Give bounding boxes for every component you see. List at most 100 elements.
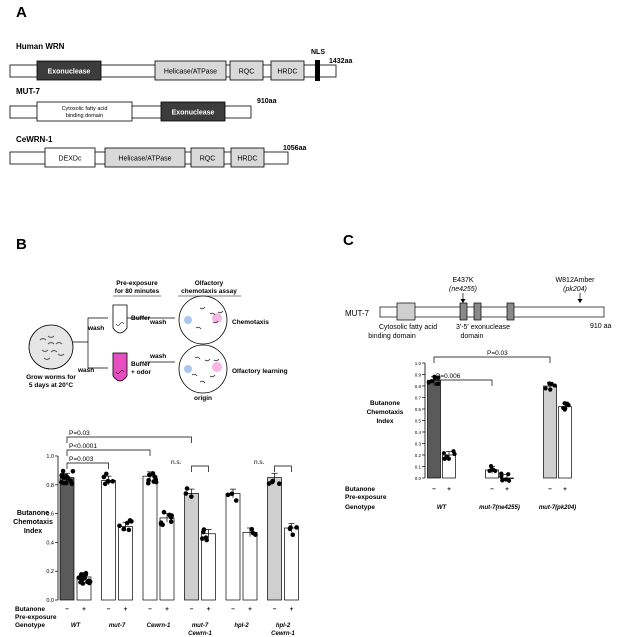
gene-name: MUT-7 (345, 309, 370, 318)
data-point (76, 575, 82, 580)
data-point (168, 519, 174, 525)
wrn-hrdc-domain (270, 60, 305, 81)
data-point (503, 477, 508, 482)
significance-bracket (66, 462, 109, 469)
cewrn1-helicase-label: Helicase/ATPase (118, 156, 171, 163)
grow-plate-icon (28, 324, 74, 370)
data-point (60, 472, 65, 478)
bar (201, 533, 216, 601)
significance-bracket (191, 465, 209, 472)
y-axis-label: Index (377, 418, 394, 425)
y-tick-label: 0.6 (415, 407, 422, 412)
buffer-odor-label: Buffer (131, 361, 151, 368)
wrn-hrdc-label: HRDC (277, 69, 297, 76)
wrn-length: 1432aa (329, 58, 352, 65)
pre-exposure-sign: + (207, 606, 211, 613)
data-point (290, 532, 296, 538)
data-point (200, 529, 206, 535)
row-label-genotype: Genotype (345, 504, 375, 511)
mut7-exonuclease-domain (160, 101, 226, 122)
data-point (225, 492, 231, 498)
learning-label: Olfactory learning (232, 368, 288, 375)
genotype-label: mut-7(pk204) (539, 505, 576, 511)
pre-exposure-sign: + (505, 486, 509, 493)
pre-exposure-title-2: for 80 minutes (115, 288, 160, 295)
row-label-pre-exposure: Pre-exposure (345, 494, 387, 501)
bar (159, 517, 175, 601)
genotype-label: Cewrn-1 (271, 631, 295, 637)
y-tick-label: 1.0 (415, 361, 422, 366)
significance-label: n.s. (171, 459, 182, 466)
y-tick-label: 0.2 (415, 453, 422, 458)
wrn-helicase-domain (154, 60, 227, 81)
pre-exposure-sign: + (563, 486, 567, 493)
y-tick-label: 0.2 (46, 569, 54, 575)
significance-label: P=0.03 (487, 350, 508, 357)
data-point (102, 481, 108, 487)
significance-bracket (274, 465, 292, 472)
bar (284, 527, 299, 601)
bar (242, 531, 258, 601)
y-axis-label: Index (24, 528, 42, 535)
data-point (64, 474, 70, 480)
y-tick-label: 0.3 (415, 442, 422, 447)
y-tick-label: 0.0 (46, 598, 54, 604)
significance-label: P=0.03 (69, 430, 90, 437)
data-point (161, 509, 167, 515)
y-tick-label: 0.8 (46, 483, 54, 489)
origin-label: origin (194, 395, 212, 402)
gene-exo-box-3 (506, 302, 515, 321)
pre-exposure-sign: + (82, 606, 86, 613)
data-point (229, 491, 235, 497)
y-axis-label: Chemotaxis (367, 409, 404, 416)
significance-bracket (433, 379, 493, 386)
mut7-fabd-domain (36, 101, 133, 122)
panel-c-letter: C (343, 232, 354, 249)
cewrn1-helicase-domain (104, 147, 186, 168)
pre-exposure-sign: − (65, 606, 69, 613)
wrn-exonuclease-label: Exonuclease (48, 69, 91, 76)
chemotaxis-plate-icon (178, 295, 228, 345)
odor-tube-icon (112, 352, 128, 382)
data-point (152, 474, 157, 480)
data-point (269, 479, 275, 485)
gene-length: 910 aa (590, 323, 612, 330)
data-point (151, 479, 156, 484)
data-point (184, 486, 190, 491)
significance-bracket (433, 356, 551, 363)
cewrn1-rqc-label: RQC (200, 156, 216, 163)
grow-label-2: 5 days at 20°C (29, 381, 73, 389)
data-point (121, 526, 127, 532)
mut7-fabd-label-2: binding domain (66, 113, 103, 119)
cewrn1-dexdc-domain (44, 147, 96, 168)
pre-exposure-sign: − (107, 606, 111, 613)
data-point (199, 536, 205, 541)
bar (142, 475, 158, 601)
data-point (548, 387, 553, 392)
y-tick-label: 0.6 (46, 512, 54, 518)
bar (543, 385, 557, 479)
genotype-label: Cewrn-1 (188, 631, 212, 637)
data-point (63, 480, 69, 486)
y-tick-label: 0.8 (415, 384, 422, 389)
data-point (68, 478, 73, 484)
cewrn1-hrdc-label: HRDC (237, 156, 257, 163)
wrn-nls-domain (315, 60, 320, 81)
gene-domain1-line1: Cytosolic fatty acid (379, 324, 437, 331)
pre-exposure-title-1: Pre-exposure (116, 280, 158, 287)
data-point (124, 520, 130, 526)
learning-plate-icon (178, 344, 228, 394)
data-point (117, 523, 122, 529)
data-point (158, 521, 164, 527)
data-point (101, 474, 107, 480)
data-point (432, 374, 437, 379)
y-tick-label: 0.4 (415, 430, 422, 435)
wrn-name: Human WRN (16, 42, 65, 51)
wrn-nls-label: NLS (311, 49, 325, 56)
significance-bracket (66, 436, 192, 443)
mutation2-allele: (pk204) (563, 286, 587, 293)
gene-backbone (379, 306, 605, 318)
panel-a-letter: A (16, 4, 27, 21)
data-point (288, 525, 293, 530)
